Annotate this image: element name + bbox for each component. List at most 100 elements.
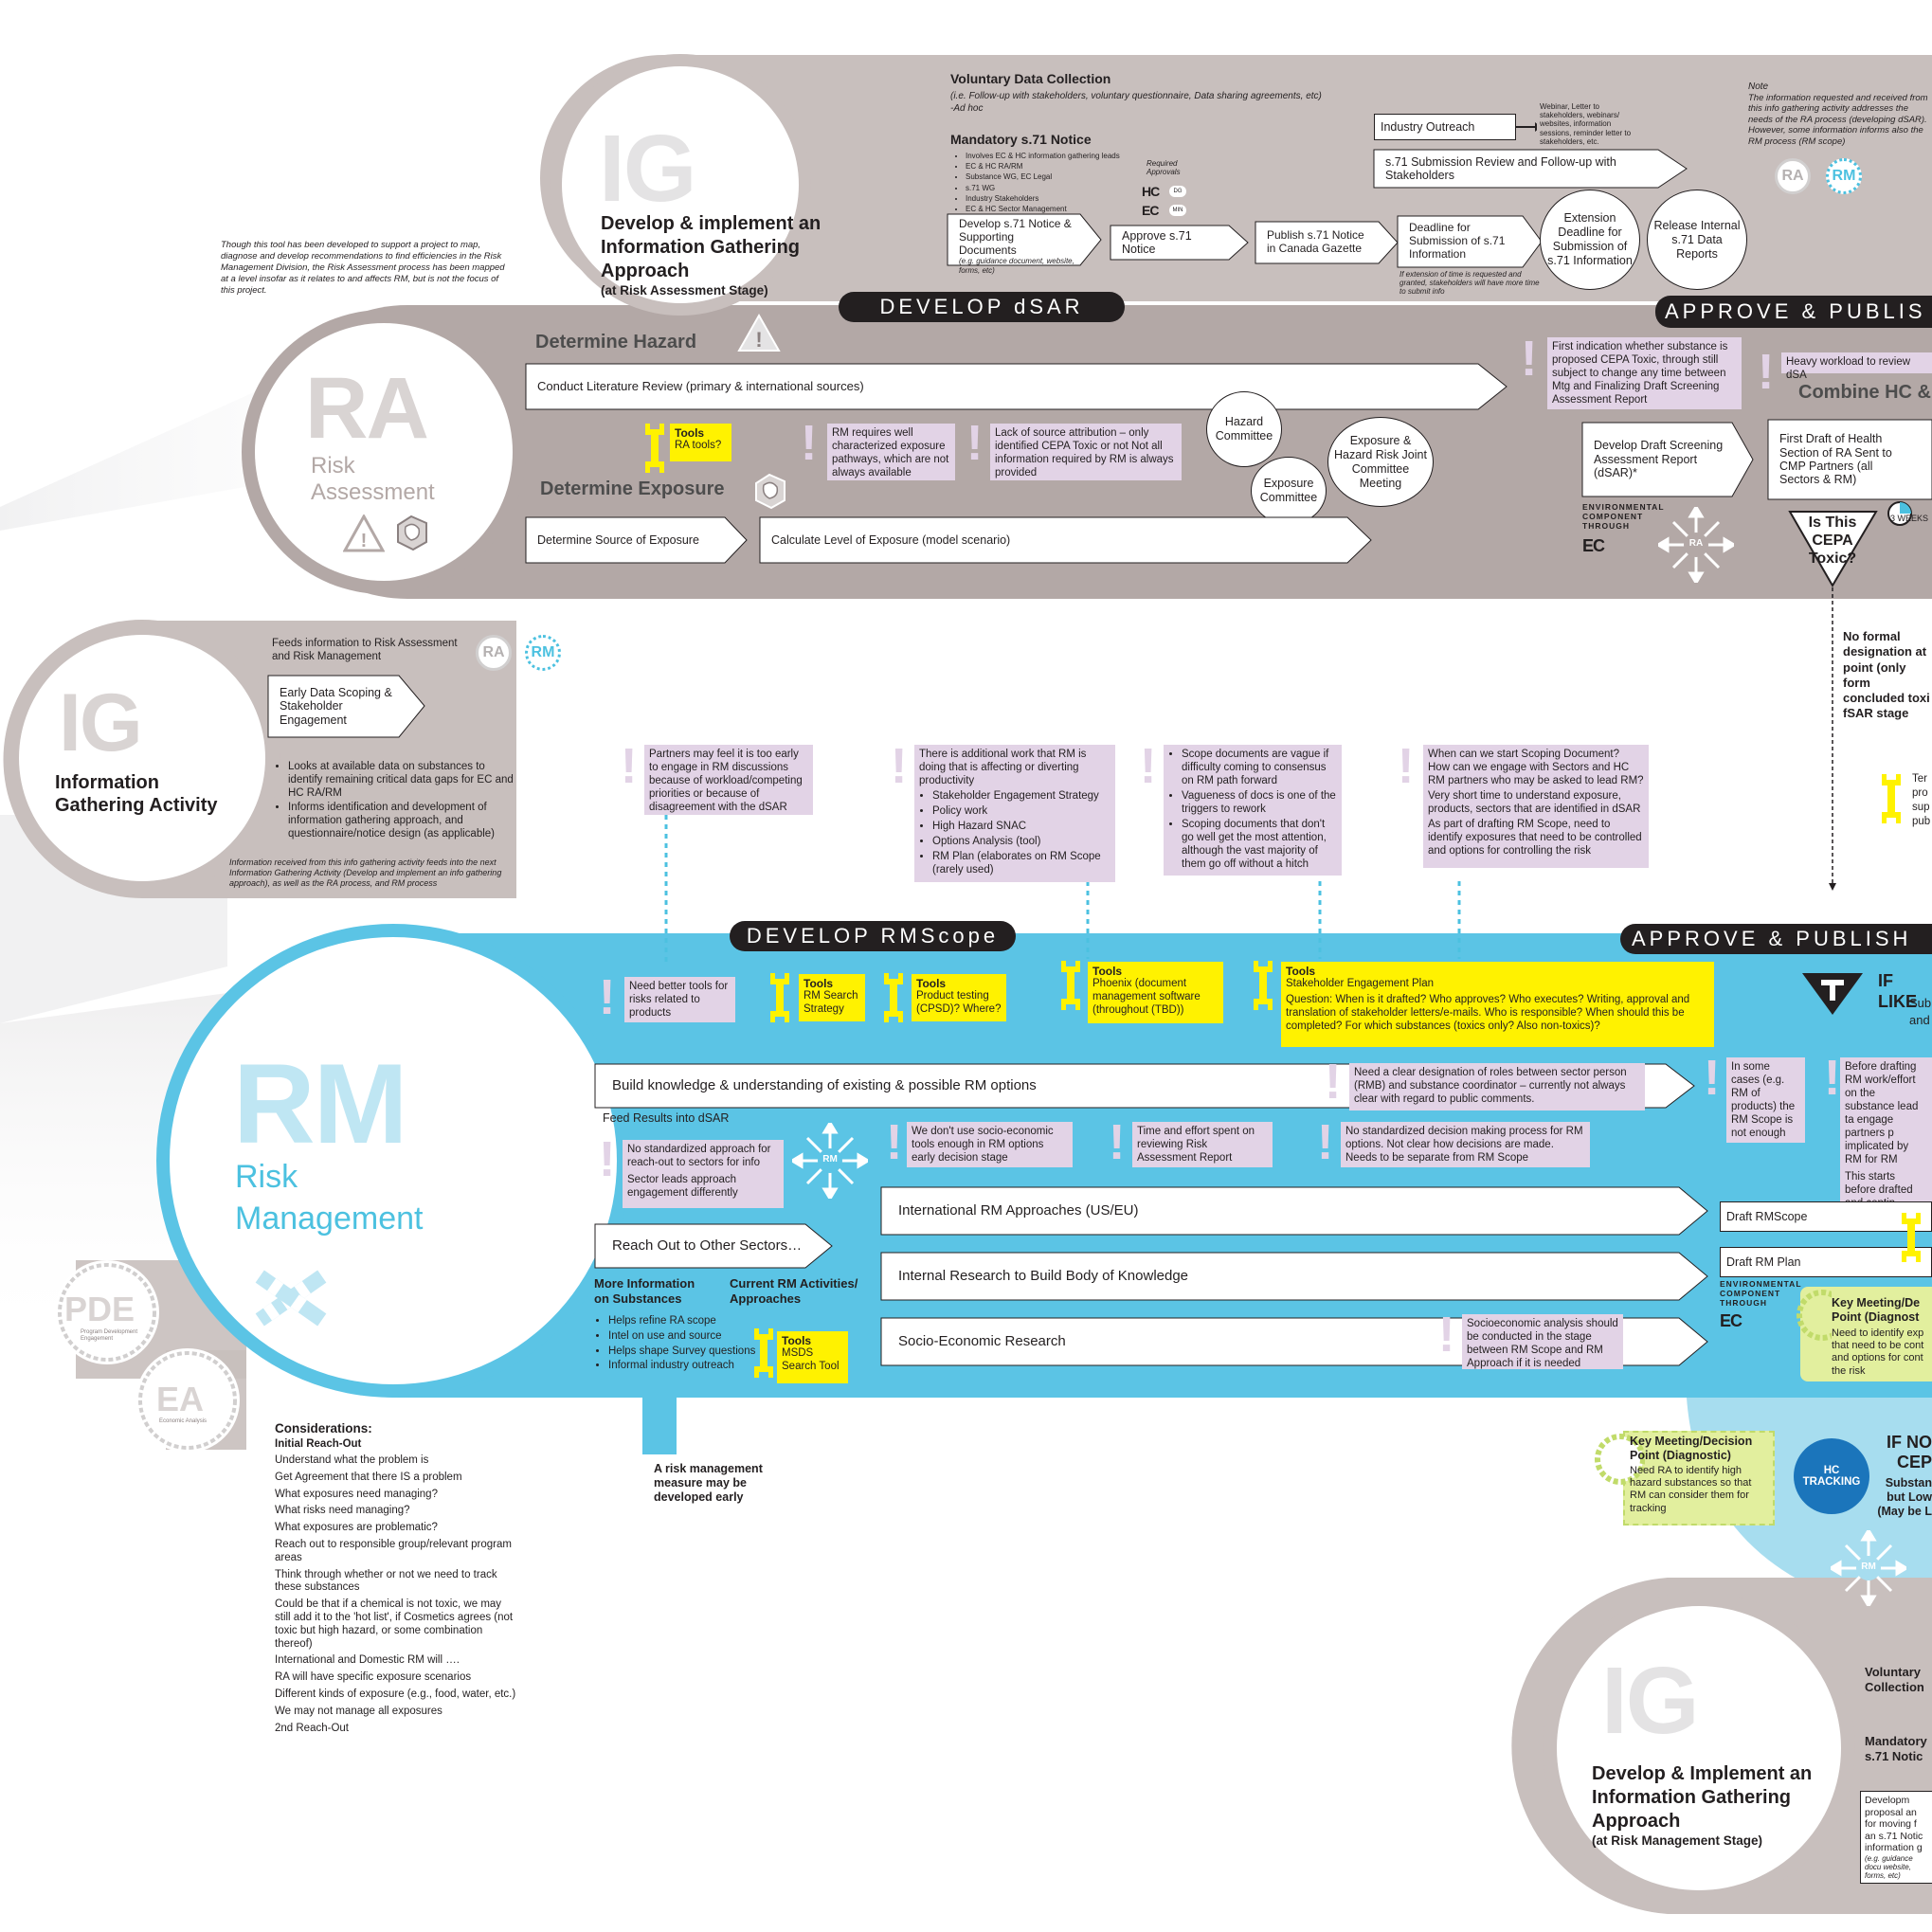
ig-bottom-subtitle: (at Risk Management Stage): [1592, 1833, 1763, 1848]
mandatory-item: Industry Stakeholders: [966, 194, 1155, 203]
socio-analysis-note: Socioeconomic analysis should be conduct…: [1462, 1314, 1623, 1369]
first-draft-arrow[interactable]: First Draft of Health Section of RA Sent…: [1767, 419, 1932, 500]
internal-research-arrow[interactable]: Internal Research to Build Body of Knowl…: [880, 1252, 1708, 1301]
industry-outreach-note: Webinar, Letter to stakeholders, webinar…: [1540, 102, 1632, 146]
socio-research-label: Socio-Economic Research: [898, 1333, 1066, 1350]
rm-badge: RM: [525, 635, 561, 671]
wrench-icon: [1061, 961, 1080, 1010]
additional-work-item: Policy work: [932, 804, 1110, 818]
ig-top-title: Develop & implement an Information Gathe…: [601, 213, 822, 281]
consideration-line: Think through whether or not we need to …: [275, 1568, 497, 1594]
exclamation-icon: !: [966, 416, 984, 471]
voluntary-title: Voluntary Data Collection: [950, 71, 1111, 86]
ra-note-exposure-pathways: RM requires well characterized exposure …: [827, 424, 955, 480]
scope-docs-item: Vagueness of docs is one of the triggers…: [1182, 789, 1337, 816]
early-measure-note: A risk management measure may be develop…: [654, 1462, 763, 1504]
no-std-reach: No standardized approach for reach-out t…: [627, 1144, 771, 1169]
step-approve-notice[interactable]: Approve s.71 Notice: [1110, 225, 1249, 261]
no-formal-designation: No formal designation at point (only for…: [1843, 629, 1930, 721]
more-info-item: Helps shape Survey questions: [608, 1345, 769, 1359]
in-some-cases-note: In some cases (e.g. RM of products) the …: [1726, 1057, 1805, 1143]
rm-tool4-title: Tools: [1286, 965, 1316, 978]
mandatory-list: Involves EC & HC information gathering l…: [952, 152, 1155, 215]
determine-source-arrow[interactable]: Determine Source of Exposure: [525, 516, 748, 564]
draft-report-arrow[interactable]: Develop Draft Screening Assessment Repor…: [1581, 422, 1754, 497]
ra-env-component: ENVIRONMENTAL COMPONENT THROUGH: [1582, 502, 1665, 532]
mandatory-title: Mandatory s.71 Notice: [950, 132, 1092, 147]
ig-mid-bullet: Informs identification and development o…: [288, 802, 515, 840]
extension-circle[interactable]: Extension Deadline for Submission of s.7…: [1540, 190, 1640, 290]
consideration-line: International and Domestic RM will ….: [275, 1654, 460, 1667]
scoping-question: When can we start Scoping Document?: [1428, 749, 1619, 760]
lit-review-label: Conduct Literature Review (primary & int…: [537, 378, 864, 393]
step-publish-notice[interactable]: Publish s.71 Notice in Canada Gazette: [1255, 221, 1399, 264]
exclamation-icon: !: [599, 1132, 616, 1187]
step-deadline[interactable]: Deadline for Submission of s.71 Informat…: [1397, 215, 1543, 268]
hc-tracking-circle[interactable]: HC TRACKING: [1794, 1438, 1869, 1514]
build-knowledge-label: Build knowledge & understanding of exist…: [612, 1077, 1037, 1094]
step-develop-notice-sub: (e.g. guidance document, website, forms,…: [959, 257, 1074, 275]
draft-report-label: Develop Draft Screening Assessment Repor…: [1594, 439, 1724, 480]
note-text: The information requested and received f…: [1748, 93, 1928, 147]
additional-work-item: Options Analysis (tool): [932, 835, 1110, 848]
draft-rmplan-box[interactable]: Draft RM Plan: [1720, 1247, 1932, 1277]
voluntary-subtitle: (i.e. Follow-up with stakeholders, volun…: [950, 91, 1322, 101]
calc-exposure-arrow[interactable]: Calculate Level of Exposure (model scena…: [759, 516, 1372, 564]
exposure-committee-circle[interactable]: Exposure Committee: [1251, 457, 1327, 525]
rm-tool3-text: Phoenix (document management software (t…: [1092, 978, 1201, 1016]
submission-review-arrow[interactable]: s.71 Submission Review and Follow-up wit…: [1373, 149, 1688, 189]
mandatory-bottom: Mandatory s.71 Notic: [1865, 1734, 1927, 1763]
bottom-rm-hub-label: RM: [1861, 1562, 1876, 1572]
consideration-line: Reach out to responsible group/relevant …: [275, 1538, 512, 1563]
step-develop-notice-label: Develop s.71 Notice & Supporting Documen…: [959, 217, 1072, 257]
intl-approaches-arrow[interactable]: International RM Approaches (US/EU): [880, 1186, 1708, 1236]
joint-committee-circle[interactable]: Exposure & Hazard Risk Joint Committee M…: [1327, 417, 1434, 507]
ea-letters: EA: [156, 1380, 205, 1418]
industry-outreach-box[interactable]: Industry Outreach: [1374, 114, 1516, 140]
more-info-item: Intel on use and source: [608, 1330, 769, 1344]
rm-tool2-title: Tools: [916, 977, 947, 990]
if-not-cepa: IF NO CEP: [1887, 1433, 1932, 1472]
right-tool-cut: Ter pro sup pub: [1912, 773, 1931, 827]
need-tools-note: Need better tools for risks related to p…: [624, 977, 735, 1022]
exclamation-icon: !: [1325, 1055, 1342, 1110]
ra-note-source-attribution: Lack of source attribution – only identi…: [990, 424, 1182, 480]
reach-out-approach-note: No standardized approach for reach-out t…: [623, 1140, 784, 1208]
consideration-line: RA will have specific exposure scenarios: [275, 1671, 472, 1684]
more-info-heading: More Information on Substances: [594, 1276, 695, 1306]
consideration-line: What exposures need managing?: [275, 1488, 438, 1500]
reach-out-label: Reach Out to Other Sectors…: [612, 1237, 803, 1255]
hazard-committee-circle[interactable]: Hazard Committee: [1206, 391, 1282, 467]
svg-text:!: !: [361, 531, 368, 551]
determine-source-label: Determine Source of Exposure: [537, 533, 699, 547]
exclamation-icon: !: [1438, 1308, 1455, 1363]
initial-reach-out: Initial Reach-Out: [275, 1438, 362, 1450]
exclamation-icon: !: [801, 416, 818, 471]
if-likely-heading: IF LIKE: [1878, 971, 1918, 1011]
step-develop-notice[interactable]: Develop s.71 Notice & Supporting Documen…: [947, 213, 1102, 275]
develop-dsar-banner: DEVELOP dSAR: [839, 292, 1125, 322]
consideration-line: What risks need managing?: [275, 1505, 410, 1517]
intro-note: Though this tool has been developed to s…: [221, 240, 505, 296]
additional-work-item: RM Plan (elaborates on RM Scope (rarely …: [932, 850, 1110, 876]
exclamation-icon: !: [621, 739, 638, 794]
draft-rmscope-box[interactable]: Draft RMScope: [1720, 1201, 1932, 1232]
ig-top-subtitle: (at Risk Assessment Stage): [601, 283, 768, 298]
reach-out-arrow[interactable]: Reach Out to Other Sectors…: [594, 1223, 833, 1269]
lit-review-arrow[interactable]: Conduct Literature Review (primary & int…: [525, 363, 1508, 410]
additional-work-head: There is additional work that RM is doin…: [919, 749, 1087, 787]
scoping-question: As part of drafting RM Scope, need to id…: [1428, 819, 1642, 858]
exposure-icon: [397, 515, 427, 551]
rm-tool5-title: Tools: [782, 1334, 812, 1347]
ra-big-letters: RA: [305, 360, 429, 457]
dev-proposal-box[interactable]: Developm proposal an for moving f an s.7…: [1860, 1791, 1932, 1884]
rm-ec-logo: EC: [1720, 1311, 1742, 1330]
early-scoping-arrow[interactable]: Early Data Scoping & Stakeholder Engagem…: [267, 675, 425, 738]
ig-top-big-letters: IG: [599, 116, 697, 222]
release-circle[interactable]: Release Internal s.71 Data Reports: [1647, 190, 1747, 290]
triangle-t-icon: [1802, 973, 1863, 1015]
scoping-question: How can we engage with Sectors and HC RM…: [1428, 762, 1644, 787]
internal-research-label: Internal Research to Build Body of Knowl…: [898, 1268, 1189, 1285]
step-publish-notice-label: Publish s.71 Notice in Canada Gazette: [1267, 228, 1364, 255]
